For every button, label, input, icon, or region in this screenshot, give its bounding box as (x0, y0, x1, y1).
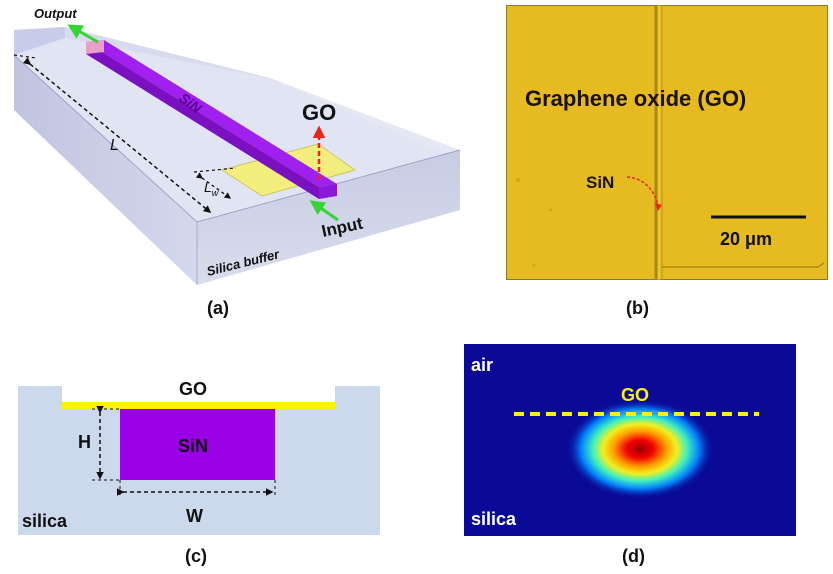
go-label: GO (302, 100, 336, 125)
scale-label: 20 μm (720, 229, 772, 249)
micrograph-title: Graphene oxide (GO) (525, 86, 746, 111)
air-label: air (471, 355, 493, 375)
substrate-label: silica (22, 511, 68, 531)
width-label: W (186, 506, 203, 526)
mode-field (566, 399, 714, 499)
coating-length-label: Lw (204, 179, 219, 198)
go-layer-label: GO (621, 385, 649, 405)
panel-b-micrograph: Graphene oxide (GO) SiN 20 μm (506, 5, 828, 280)
go-film-background (506, 5, 828, 280)
input-arrow (309, 200, 339, 222)
sin-core (120, 409, 275, 480)
caption-c: (c) (185, 546, 207, 566)
silica-buffer-block (13, 27, 461, 285)
caption-a: (a) (207, 298, 229, 318)
panel-a-schematic: L Lw Output Input GO SiN Silica buffer (13, 6, 461, 285)
panel-c-cross-section: GO SiN H W silica (18, 379, 380, 535)
length-dimension (13, 54, 212, 213)
caption-b: (b) (626, 298, 649, 318)
output-arrow (67, 24, 99, 44)
panel-d-mode-profile: GO air silica (464, 344, 796, 536)
go-film (62, 402, 335, 409)
height-label: H (78, 432, 91, 452)
substrate-label: silica (471, 509, 517, 529)
length-label: L (110, 137, 119, 154)
core-label: SiN (178, 436, 208, 456)
sin-pointer-label: SiN (586, 173, 614, 192)
output-label: Output (34, 6, 77, 21)
caption-d: (d) (622, 546, 645, 566)
coating-length-dimension (193, 167, 237, 199)
sin-pointer-arrow (626, 176, 659, 206)
go-film-label: GO (179, 379, 207, 399)
